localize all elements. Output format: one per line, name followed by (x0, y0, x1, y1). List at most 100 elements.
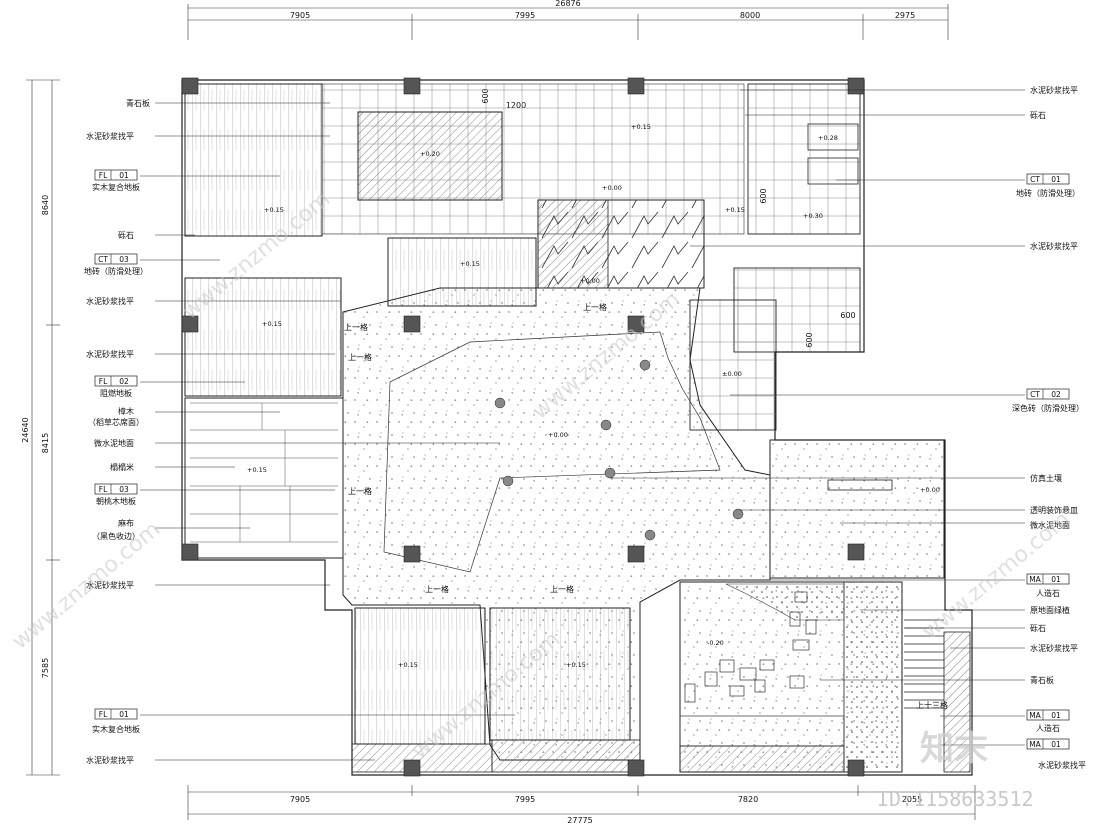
left-label-13: 麻布 (118, 518, 134, 528)
level-13: +0.15 (247, 466, 267, 474)
left-label-8: 阻燃地板 (100, 388, 132, 398)
right-label-1: 水泥砂浆找平 (1030, 85, 1078, 95)
dim-top-seg-4: 2975 (895, 11, 915, 20)
right-tag-3-num: 01 (1051, 575, 1061, 584)
room-left-mid-wood (184, 277, 342, 397)
left-label-13b: （黑色收边） (92, 531, 140, 541)
left-tag-3-code: FL (99, 377, 108, 386)
right-tag-5-num: 01 (1051, 740, 1061, 749)
left-tag-1-code: FL (99, 171, 108, 180)
right-tag-boxes (1026, 173, 1070, 750)
dimension-lines (26, 4, 976, 820)
right-tag-1-num: 01 (1051, 175, 1061, 184)
dim-top-seg-2: 7995 (515, 11, 535, 20)
right-label-7: 透明装饰悬皿 (1030, 505, 1078, 515)
watermark-repeat-3: www.znzmo.com (8, 517, 165, 655)
dim-top-seg-3: 8000 (740, 11, 760, 20)
left-tag-4-code: FL (99, 485, 108, 494)
dim-bottom-total: 27775 (567, 816, 592, 825)
left-tag-boxes (94, 169, 138, 720)
right-label-10: 原地面绿植 (1030, 605, 1070, 615)
left-label-12: 朝桃木地板 (96, 496, 136, 506)
right-label-5: 深色砖（防滑处理） (1012, 403, 1084, 413)
dim-top-total: 26876 (555, 0, 580, 8)
left-label-11: 榻榻米 (110, 462, 134, 472)
dim-bottom-seg-1: 7905 (290, 795, 310, 804)
left-label-6: 水泥砂浆找平 (86, 296, 134, 306)
watermark-brand: 知末 (920, 729, 988, 769)
right-tag-3-code: MA (1029, 575, 1041, 584)
right-annotations: 水泥砂浆找平 砾石 CT 01 地砖（防滑处理） 水泥砂浆找平 CT 02 深色… (610, 85, 1086, 770)
step-note-2: 上一格 (348, 352, 372, 362)
left-label-10: 微水泥地面 (94, 438, 134, 448)
right-label-12: 水泥砂浆找平 (1030, 643, 1078, 653)
level-16: +0.15 (566, 661, 586, 669)
level-4: +0.00 (602, 184, 622, 192)
right-tag-2-num: 02 (1051, 390, 1061, 399)
dim-bottom-seg-2: 7995 (515, 795, 535, 804)
right-label-2: 砾石 (1030, 110, 1046, 120)
dim-top-seg-1: 7905 (290, 11, 310, 20)
left-label-9: 樟木 (118, 406, 134, 416)
left-label-9b: （稻草芯席面） (88, 417, 144, 427)
right-label-4: 水泥砂浆找平 (1030, 241, 1078, 251)
right-label-3: 地砖（防滑处理） (1016, 188, 1080, 198)
left-label-14: 水泥砂浆找平 (86, 580, 134, 590)
level-9: +0.00 (580, 277, 600, 285)
step-note-7: 上十三格 (916, 700, 948, 710)
step-note-1: 上一格 (583, 302, 607, 312)
left-label-15: 实木复合地板 (92, 724, 140, 734)
watermark-id: ID:1158633512 (877, 787, 1034, 811)
level-6: +0.28 (818, 134, 838, 142)
level-2: +0.20 (420, 150, 440, 158)
level-11: +0.00 (548, 431, 568, 439)
dim-left-total: 24640 (21, 417, 30, 442)
level-10: +0.15 (262, 320, 282, 328)
step-notes: 上一格 上一格 上一格 上一格 上一格 上一格 上十三格 (344, 302, 948, 710)
step-note-5: 上一格 (550, 584, 574, 594)
level-17: -0.20 (707, 639, 724, 647)
hatched-paving-top (357, 111, 503, 201)
left-label-2: 水泥砂浆找平 (86, 131, 134, 141)
left-tag-2-num: 03 (119, 255, 129, 264)
bath-top-right (747, 83, 861, 235)
room-right-dark-tiles (689, 299, 777, 431)
right-tag-4-code: MA (1029, 711, 1041, 720)
left-label-3: 实木复合地板 (92, 182, 140, 192)
right-tag-4-num: 01 (1051, 711, 1061, 720)
left-tag-3-num: 02 (119, 377, 129, 386)
right-tag-1-code: CT (1030, 175, 1040, 184)
level-5: +0.15 (725, 206, 745, 214)
left-tag-5-code: FL (99, 710, 108, 719)
level-markers: +0.15 +0.20 +0.15 +0.00 +0.15 +0.28 +0.3… (247, 123, 940, 669)
left-label-1: 青石板 (126, 98, 150, 108)
right-label-6: 仿真土壤 (1030, 473, 1062, 483)
level-1: +0.15 (264, 206, 284, 214)
left-label-7: 水泥砂浆找平 (86, 349, 134, 359)
tatami-room (184, 397, 344, 559)
left-tag-4-num: 03 (119, 485, 129, 494)
level-3: +0.15 (631, 123, 651, 131)
left-label-4: 砾石 (118, 230, 134, 240)
level-7: +0.30 (803, 212, 823, 220)
left-annotations: 青石板 水泥砂浆找平 FL 01 实木复合地板 砾石 CT 03 地砖（防滑处理… (84, 98, 515, 765)
right-label-11: 砾石 (1030, 623, 1046, 633)
left-tag-5-num: 01 (119, 710, 129, 719)
step-note-3: 上一格 (348, 486, 372, 496)
step-note-6: 上一格 (344, 322, 368, 332)
level-12: ±0.00 (722, 370, 742, 378)
right-label-9: 人造石 (1036, 588, 1060, 598)
level-15: +0.15 (398, 661, 418, 669)
room-bottom-left-wood (354, 607, 486, 745)
right-tag-2-code: CT (1030, 390, 1040, 399)
right-label-13: 青石板 (1030, 675, 1054, 685)
dim-bottom-seg-4: 2055 (902, 795, 922, 804)
left-tag-1-num: 01 (119, 171, 129, 180)
dim-left-seg-1: 8640 (41, 195, 50, 215)
room-bottom-mid-wood (489, 607, 631, 741)
left-tag-2-code: CT (98, 255, 108, 264)
right-label-14: 人造石 (1036, 723, 1060, 733)
level-8: +0.15 (460, 260, 480, 268)
right-label-8: 微水泥地面 (1030, 520, 1070, 530)
